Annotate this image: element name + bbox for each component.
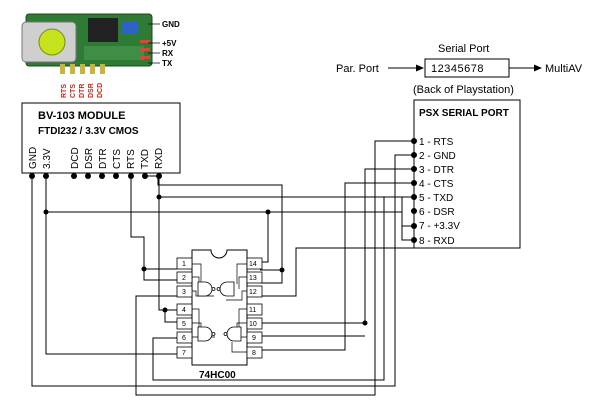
psx-pin-1: 1 - RTS [419,137,454,148]
psx-pin-3: 3 - DTR [419,165,454,176]
photo-label-tx: TX [162,59,173,68]
psx-port-title: PSX SERIAL PORT [419,108,509,119]
bv-pin-txd: TXD [140,149,151,169]
ic-pin-2: 2 [182,275,186,282]
ic-pin-6: 6 [182,335,186,342]
ic-pin-10: 10 [249,321,257,328]
back-of-playstation-caption: (Back of Playstation) [413,84,514,96]
bv-pin-dsr: DSR [84,148,95,169]
junction-dots [43,194,368,326]
bv-pin-cts: CTS [112,149,123,169]
photo-label-rx: RX [162,49,174,58]
bv-pin-rts: RTS [126,149,137,169]
ic-pin-1: 1 [182,261,186,268]
ic-name: 74HC00 [199,370,236,381]
photo-label-dcd: DCD [97,83,104,98]
nand-gate-icon [197,281,216,297]
bv-pin-rxd: RXD [154,148,165,169]
bv-pin-3v3: 3.3V [42,148,53,169]
ic-pin-9: 9 [252,335,256,342]
photo-label-dsr: DSR [88,83,95,98]
photo-label-rts: RTS [61,84,68,98]
ic-pin-8: 8 [252,350,256,357]
nand-gate-icon [223,326,242,342]
psx-serial-port: PSX SERIAL PORT 1 - RTS 2 - GND 3 - DTR … [411,99,521,249]
serial-connector-pins: 12345678 [431,63,484,75]
photo-label-cts: CTS [70,84,77,98]
ic-pin-13: 13 [249,275,257,282]
psx-pin-8: 8 - RXD [419,236,455,247]
ic-pin-12: 12 [249,289,257,296]
multiav-label: MultiAV [545,63,583,75]
psx-pin-5: 5 - TXD [419,193,453,204]
photo-label-dtr: DTR [79,84,86,98]
bv-pin-dcd: DCD [70,147,81,169]
bv-module-title: BV-103 MODULE [38,110,125,122]
ic-pin-4: 4 [182,307,186,314]
psx-pin-2: 2 - GND [419,151,456,162]
psx-pin-6: 6 - DSR [419,207,455,218]
serial-port-title: Serial Port [438,43,489,55]
photo-label-gnd: GND [162,20,180,29]
par-port-label: Par. Port [336,63,379,75]
module-photo: GND +5V RX TX RTS CTS DTR DSR DCD [21,13,180,98]
bv-pin-gnd: GND [28,147,39,169]
psx-pin-7: 7 - +3.3V [419,221,460,232]
nand-gate-icon [216,281,235,297]
ic-pin-7: 7 [182,350,186,357]
photo-label-5v: +5V [162,39,177,48]
bv-103-module: BV-103 MODULE FTDI232 / 3.3V CMOS GND 3.… [21,102,181,179]
serial-port-header: Serial Port Par. Port 12345678 MultiAV (… [336,43,583,96]
ic-pin-11: 11 [249,307,256,314]
psx-pin-4: 4 - CTS [419,179,454,190]
bv-module-subtitle: FTDI232 / 3.3V CMOS [38,126,139,137]
ic-pin-14: 14 [249,261,257,268]
ic-pin-3: 3 [182,289,186,296]
ic-pin-5: 5 [182,321,186,328]
bv-pin-dtr: DTR [98,148,109,169]
nand-gate-icon [197,326,216,342]
usb-connector-icon [38,28,66,56]
ic-74hc00: 1 2 3 4 5 6 7 14 13 12 11 10 9 8 [176,249,263,381]
